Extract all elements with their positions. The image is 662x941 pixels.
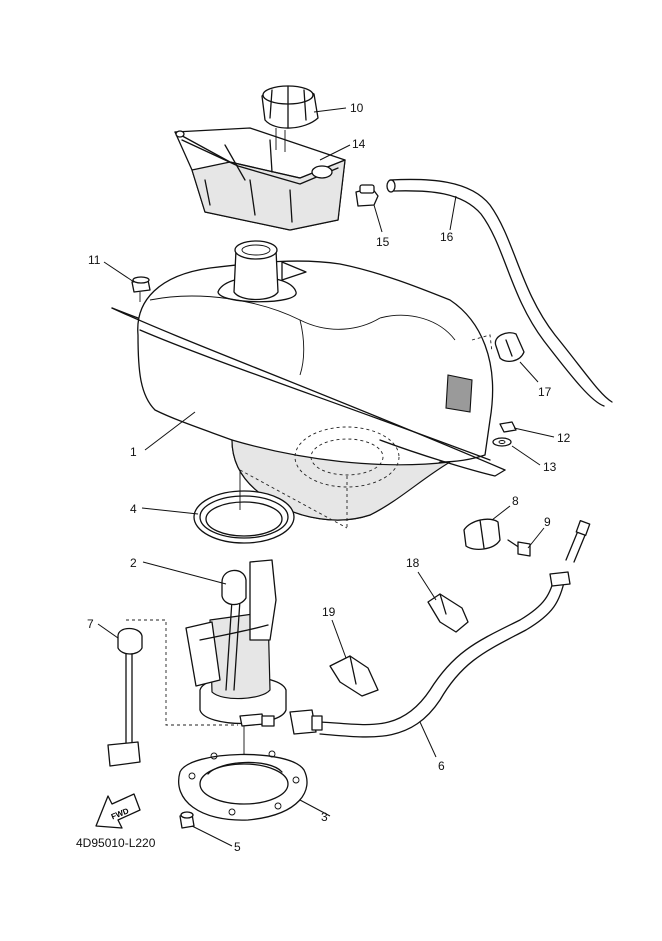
clamp-18 [427,593,469,633]
wire-harness [107,619,238,767]
clamp-19 [329,655,379,697]
drawing-code: 4D95010-L220 [76,836,156,850]
callout-2: 2 [130,556,137,570]
callout-1: 1 [130,445,137,459]
callout-16: 16 [440,230,454,244]
pump-retainer-plate [178,750,308,821]
screw [179,811,195,829]
callout-10: 10 [350,101,364,115]
callout-17: 17 [538,385,552,399]
callout-19: 19 [322,605,336,619]
callout-6: 6 [438,759,445,773]
callout-4: 4 [130,502,137,516]
callout-8: 8 [512,494,519,508]
leader-lines [97,107,555,847]
callout-labels: 1 2 3 4 5 6 7 8 9 10 11 12 13 14 15 16 1… [87,101,571,854]
tank-bolt [131,276,151,302]
callout-15: 15 [376,235,390,249]
callout-14: 14 [352,137,366,151]
forward-direction-arrow: FWD [95,793,141,829]
callout-11: 11 [88,253,101,267]
callout-18: 18 [406,556,420,570]
filler-tray [174,127,346,231]
breather-hose [386,178,613,407]
callout-5: 5 [234,840,241,854]
bracket-bolt [507,539,531,557]
hose-bracket [463,518,501,551]
callout-9: 9 [544,515,551,529]
fuel-pump [185,559,287,790]
washer [492,437,512,447]
callout-7: 7 [87,617,94,631]
breather-joint [355,184,379,207]
pump-gasket [193,470,295,544]
hose-clamp [494,332,525,363]
callout-12: 12 [557,431,571,445]
callout-13: 13 [543,460,557,474]
nut [499,421,517,433]
fuel-hose [289,520,591,738]
fuel-tank [111,240,506,529]
fuel-cap [261,85,319,152]
callout-3: 3 [321,810,328,824]
